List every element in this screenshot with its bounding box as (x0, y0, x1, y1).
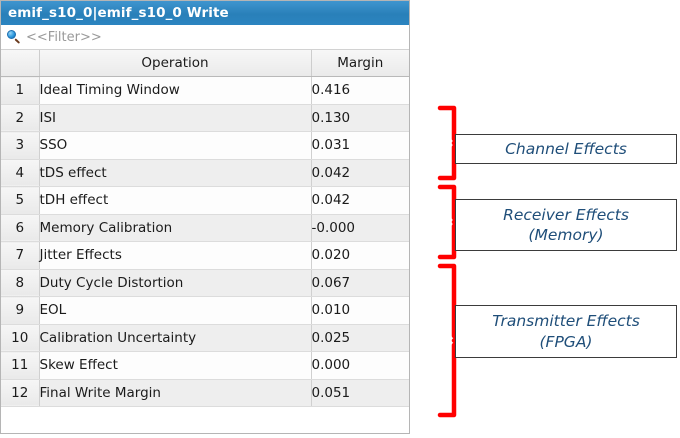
row-index: 12 (1, 379, 40, 407)
column-header-index[interactable] (1, 50, 40, 77)
search-icon (7, 30, 21, 44)
row-margin: 0.042 (311, 159, 409, 187)
row-operation: Duty Cycle Distortion (39, 269, 312, 297)
row-margin: 0.000 (311, 351, 409, 380)
table-row[interactable]: 5 tDH effect 0.042 (1, 186, 409, 215)
row-operation: ISI (39, 104, 312, 132)
row-margin: -0.000 (311, 214, 409, 242)
table-row[interactable]: 8 Duty Cycle Distortion 0.067 (1, 269, 409, 297)
filter-input[interactable]: <<Filter>> (26, 29, 102, 45)
row-margin: 0.067 (311, 269, 409, 297)
row-index: 11 (1, 351, 40, 380)
row-margin: 0.130 (311, 104, 409, 132)
row-index: 4 (1, 159, 40, 187)
table-row[interactable]: 10 Calibration Uncertainty 0.025 (1, 324, 409, 352)
row-operation: Memory Calibration (39, 214, 312, 242)
table-row[interactable]: 2 ISI 0.130 (1, 104, 409, 132)
brace-transmitter-effects (437, 263, 460, 418)
panel-title-bar: emif_s10_0|emif_s10_0 Write (1, 1, 409, 25)
margin-table-scroll: Operation Margin 1 Ideal Timing Window 0… (1, 50, 409, 433)
column-header-operation[interactable]: Operation (39, 50, 312, 77)
table-row[interactable]: 4 tDS effect 0.042 (1, 159, 409, 187)
table-header-row: Operation Margin (1, 50, 409, 77)
table-row[interactable]: 3 SSO 0.031 (1, 131, 409, 160)
row-index: 8 (1, 269, 40, 297)
row-index: 5 (1, 186, 40, 215)
callout-label-line1: Receiver Effects (503, 205, 629, 224)
page-title: emif_s10_0|emif_s10_0 Write (8, 5, 229, 21)
row-operation: Calibration Uncertainty (39, 324, 312, 352)
table-row[interactable]: 9 EOL 0.010 (1, 296, 409, 325)
callout-transmitter-effects: Transmitter Effects (FPGA) (455, 305, 677, 358)
callout-label: Channel Effects (505, 139, 627, 158)
row-operation: tDS effect (39, 159, 312, 187)
brace-channel-effects (437, 105, 460, 181)
row-operation: Ideal Timing Window (39, 76, 312, 105)
callout-label-line1: Transmitter Effects (492, 312, 640, 331)
brace-receiver-effects (437, 184, 460, 260)
row-index: 10 (1, 324, 40, 352)
row-margin: 0.051 (311, 379, 409, 407)
table-row[interactable]: 11 Skew Effect 0.000 (1, 351, 409, 380)
filter-row[interactable]: <<Filter>> (1, 25, 409, 50)
row-operation: SSO (39, 131, 312, 160)
table-row[interactable]: 1 Ideal Timing Window 0.416 (1, 76, 409, 105)
callout-label: Receiver Effects (Memory) (503, 205, 629, 246)
row-operation: tDH effect (39, 186, 312, 215)
table-row[interactable]: 7 Jitter Effects 0.020 (1, 241, 409, 270)
row-margin: 0.025 (311, 324, 409, 352)
row-index: 1 (1, 76, 40, 105)
row-index: 7 (1, 241, 40, 270)
table-row[interactable]: 12 Final Write Margin 0.051 (1, 379, 409, 407)
row-margin: 0.020 (311, 241, 409, 270)
row-margin: 0.031 (311, 131, 409, 160)
row-operation: Final Write Margin (39, 379, 312, 407)
callout-label: Transmitter Effects (FPGA) (492, 311, 640, 352)
row-index: 6 (1, 214, 40, 242)
row-margin: 0.010 (311, 296, 409, 325)
row-operation: Jitter Effects (39, 241, 312, 270)
callout-label-line2: (FPGA) (539, 332, 593, 351)
column-header-margin[interactable]: Margin (311, 50, 409, 77)
callout-channel-effects: Channel Effects (455, 134, 677, 164)
row-index: 3 (1, 131, 40, 160)
callout-receiver-effects: Receiver Effects (Memory) (455, 199, 677, 251)
row-index: 2 (1, 104, 40, 132)
table-row[interactable]: 6 Memory Calibration -0.000 (1, 214, 409, 242)
emif-margin-panel: emif_s10_0|emif_s10_0 Write <<Filter>> O… (0, 0, 410, 434)
row-operation: Skew Effect (39, 351, 312, 380)
row-operation: EOL (39, 296, 312, 325)
margin-table: Operation Margin 1 Ideal Timing Window 0… (1, 50, 409, 407)
callout-label-line2: (Memory) (528, 226, 604, 244)
row-index: 9 (1, 296, 40, 325)
row-margin: 0.042 (311, 186, 409, 215)
row-margin: 0.416 (311, 76, 409, 105)
